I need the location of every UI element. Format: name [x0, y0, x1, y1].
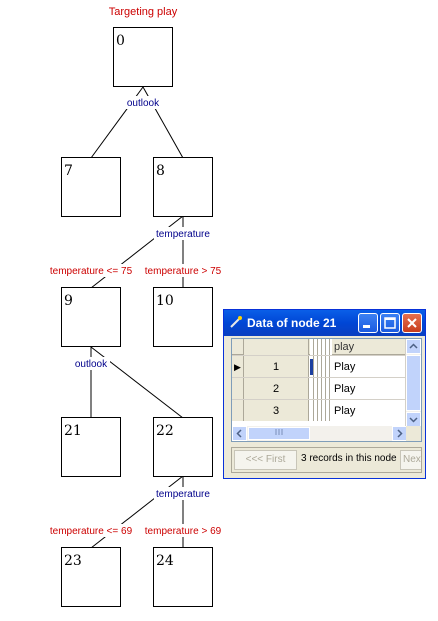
- header-row-number-cell: [244, 339, 309, 355]
- row-indicator: [232, 378, 244, 399]
- vertical-scroll-thumb[interactable]: [406, 355, 421, 411]
- wand-icon: [230, 316, 242, 328]
- edge-22-23: [90, 475, 184, 549]
- scroll-right-button[interactable]: [392, 426, 407, 441]
- record-count-text: 3 records in this node: [301, 453, 397, 464]
- scroll-down-button[interactable]: [406, 412, 421, 427]
- split-label-node-8: temperature: [156, 229, 210, 240]
- next-record-button[interactable]: Next >: [400, 450, 421, 470]
- grip-icon: [275, 429, 283, 435]
- table-row[interactable]: ▶ 1 Play: [232, 355, 421, 377]
- grid-header-row: play: [232, 339, 421, 355]
- tree-node-21[interactable]: 21: [61, 417, 121, 477]
- branch-label-bg: [48, 264, 134, 277]
- chevron-right-icon: [397, 429, 403, 438]
- header-indicator-cell: [232, 339, 244, 354]
- node-id: 0: [116, 33, 125, 49]
- vertical-scrollbar[interactable]: [405, 339, 421, 427]
- row-separator: [310, 356, 332, 377]
- row-number: 3: [244, 400, 309, 421]
- node-id: 22: [156, 423, 174, 439]
- horizontal-scroll-thumb[interactable]: [248, 427, 310, 440]
- cell-play[interactable]: Play: [334, 383, 356, 395]
- chevron-down-icon: [409, 417, 418, 423]
- edge-8-9: [90, 215, 184, 289]
- node-id: 24: [156, 553, 174, 569]
- branch-label-23: temperature <= 69: [50, 526, 133, 537]
- horizontal-scrollbar[interactable]: [232, 426, 407, 441]
- column-header-play[interactable]: play: [332, 339, 412, 354]
- node-data-window: Data of node 21 play ▶ 1 Pla: [223, 309, 426, 479]
- current-row-indicator: ▶: [232, 356, 244, 377]
- record-navigator: <<< First 3 records in this node Next >: [231, 447, 422, 473]
- branch-label-24: temperature > 69: [145, 526, 222, 537]
- split-label-node-9: outlook: [75, 359, 108, 370]
- scroll-up-button[interactable]: [406, 339, 421, 354]
- close-icon: [407, 318, 417, 328]
- node-id: 7: [64, 163, 73, 179]
- tree-node-0[interactable]: 0: [113, 27, 173, 87]
- table-row[interactable]: 2 Play: [232, 377, 421, 399]
- tree-node-23[interactable]: 23: [61, 547, 121, 607]
- row-number: 1: [244, 356, 309, 377]
- minimize-button[interactable]: [358, 313, 378, 333]
- cell-play[interactable]: Play: [334, 361, 356, 373]
- branch-label-bg: [142, 264, 225, 277]
- split-label-node-22: temperature: [156, 489, 210, 500]
- table-row[interactable]: 3 Play: [232, 399, 421, 421]
- split-label-bg: [72, 357, 110, 370]
- title-bar[interactable]: Data of node 21: [224, 310, 425, 336]
- tree-node-7[interactable]: 7: [61, 157, 121, 217]
- row-separator: [310, 378, 332, 399]
- tree-node-10[interactable]: 10: [153, 287, 213, 347]
- cell-play[interactable]: Play: [334, 405, 356, 417]
- row-number: 2: [244, 378, 309, 399]
- branch-label-9: temperature <= 75: [50, 266, 133, 277]
- header-separator: [310, 339, 332, 355]
- window-client-area: play ▶ 1 Play 2 Play 3 Play: [227, 337, 422, 476]
- branch-label-10: temperature > 75: [145, 266, 222, 277]
- maximize-button[interactable]: [380, 313, 400, 333]
- split-label-bg: [124, 96, 162, 109]
- tree-node-24[interactable]: 24: [153, 547, 213, 607]
- tree-title: Targeting play: [109, 6, 178, 18]
- close-button[interactable]: [402, 313, 422, 333]
- scroll-left-button[interactable]: [232, 426, 247, 441]
- data-grid[interactable]: play ▶ 1 Play 2 Play 3 Play: [231, 338, 422, 442]
- window-title: Data of node 21: [247, 316, 337, 330]
- split-label-node-0: outlook: [127, 98, 160, 109]
- first-record-button[interactable]: <<< First: [234, 450, 297, 470]
- chevron-left-icon: [236, 429, 242, 438]
- node-id: 21: [64, 423, 82, 439]
- selection-marker: [310, 359, 313, 375]
- tree-node-22[interactable]: 22: [153, 417, 213, 477]
- node-id: 23: [64, 553, 82, 569]
- minimize-icon: [363, 325, 370, 328]
- node-id: 8: [156, 163, 165, 179]
- tree-node-8[interactable]: 8: [153, 157, 213, 217]
- branch-label-bg: [142, 524, 225, 537]
- maximize-icon: [384, 317, 396, 329]
- row-indicator: [232, 400, 244, 421]
- row-separator: [310, 400, 332, 421]
- node-id: 9: [64, 293, 73, 309]
- tree-node-9[interactable]: 9: [61, 287, 121, 347]
- scrollbar-corner: [406, 426, 421, 441]
- split-label-bg: [154, 487, 212, 500]
- split-label-bg: [154, 227, 212, 240]
- node-id: 10: [156, 293, 174, 309]
- branch-label-bg: [48, 524, 134, 537]
- chevron-up-icon: [409, 343, 418, 349]
